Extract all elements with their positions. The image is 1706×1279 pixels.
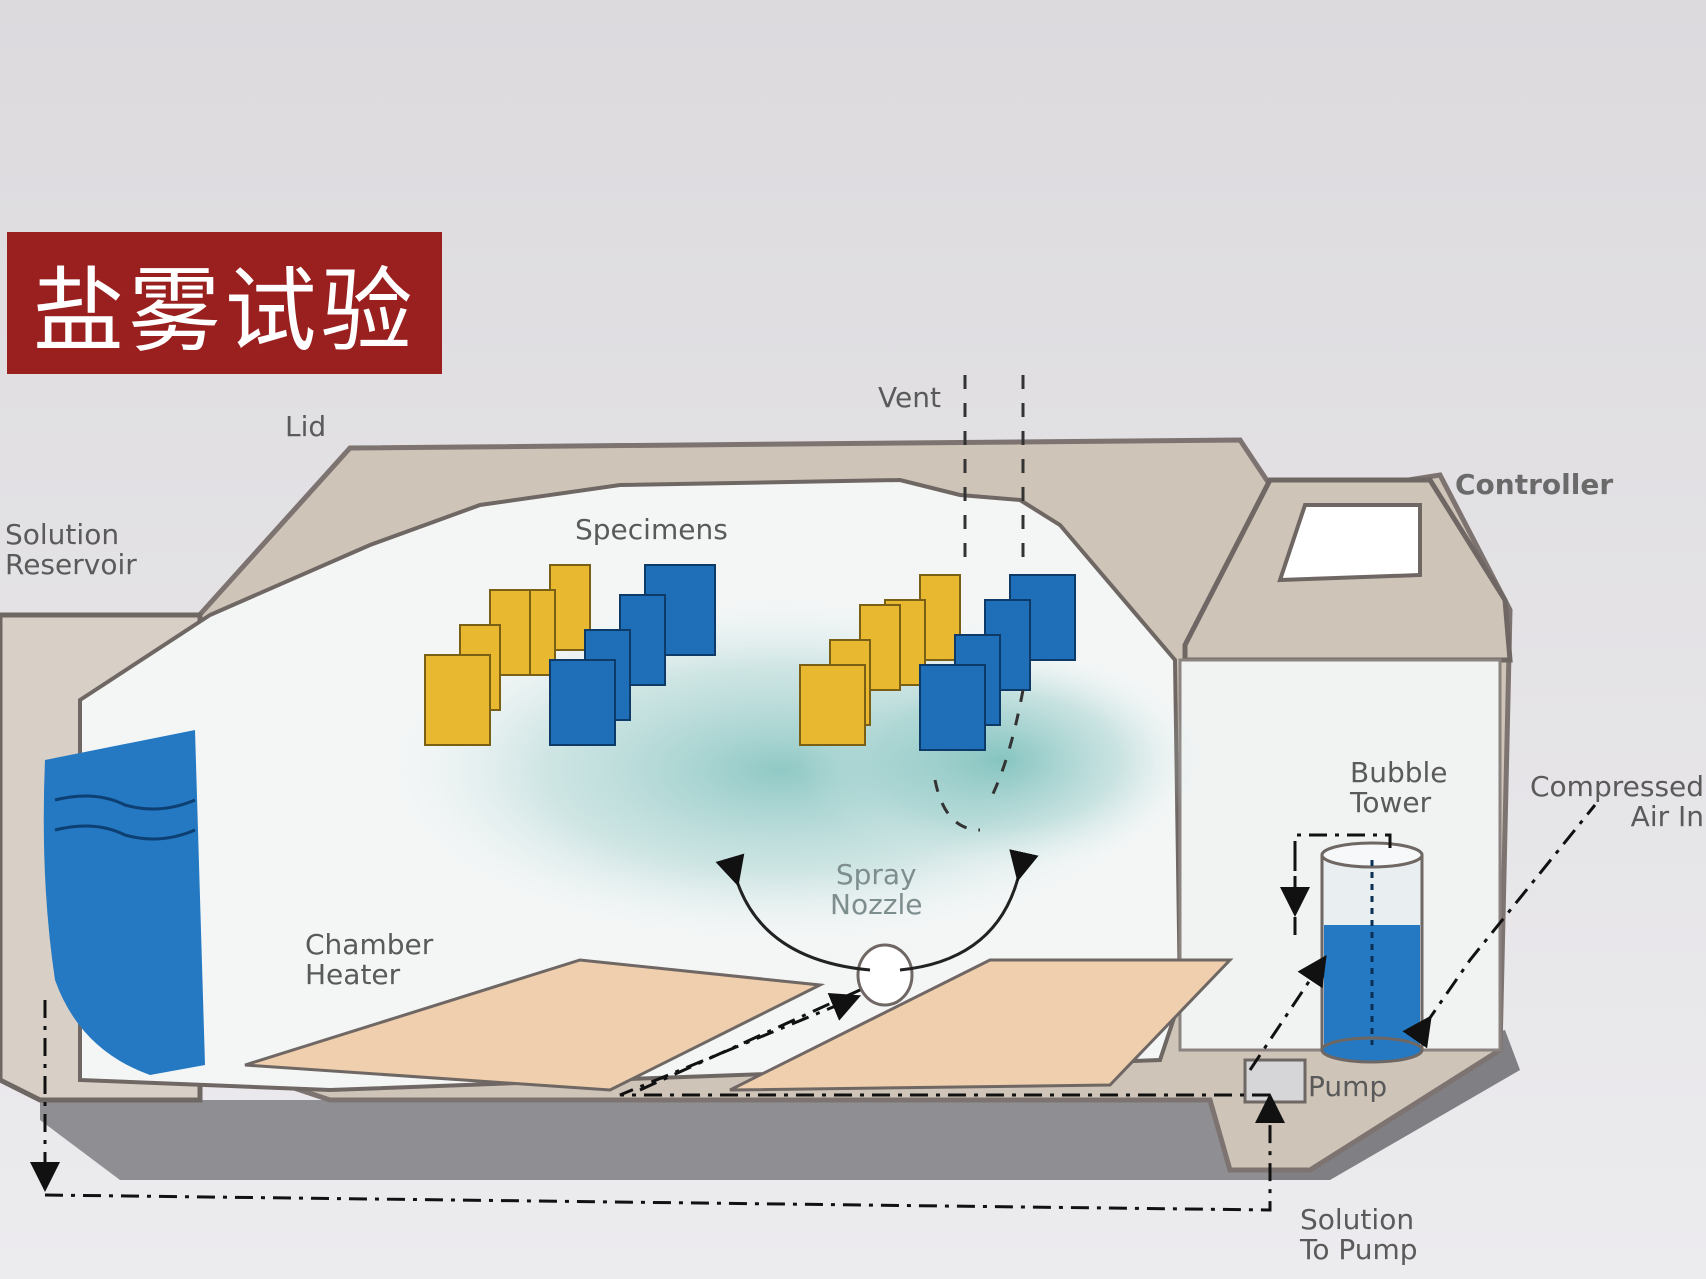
title-banner: 盐雾试验 [7,232,442,374]
label-solution-to-pump: Solution To Pump [1300,1203,1418,1266]
specimen-yellow [549,564,591,651]
reservoir-water [43,730,205,1075]
specimen-yellow [424,654,491,746]
controller-screen [1277,503,1422,583]
label-bubble-tower: Bubble Tower [1350,756,1448,819]
label-vent: Vent [878,381,941,414]
specimens-group-right [799,574,1076,751]
chamber-heater-left [244,958,826,1092]
label-lid: Lid [285,410,327,443]
flow-lines [30,804,1597,1212]
title-text: 盐雾试验 [32,257,417,365]
chamber-heater-right [729,958,1234,1092]
label-controller: Controller [1455,468,1614,501]
label-solution-reservoir: Solution Reservoir [5,518,137,581]
chamber-base [40,1100,1270,1180]
specimen-blue [549,659,616,746]
bubble-tower [1320,841,1424,1064]
specimen-blue [919,664,986,751]
specimen-yellow [799,664,866,746]
label-pump: Pump [1308,1070,1388,1103]
spray-nozzle [856,943,914,1007]
label-compressed-air: Compressed Air In [1530,770,1705,833]
label-specimens: Specimens [575,513,728,546]
specimens-group-left [424,564,716,746]
label-chamber-heater: Chamber Heater [305,928,434,991]
label-spray-nozzle: Spray Nozzle [830,858,923,921]
